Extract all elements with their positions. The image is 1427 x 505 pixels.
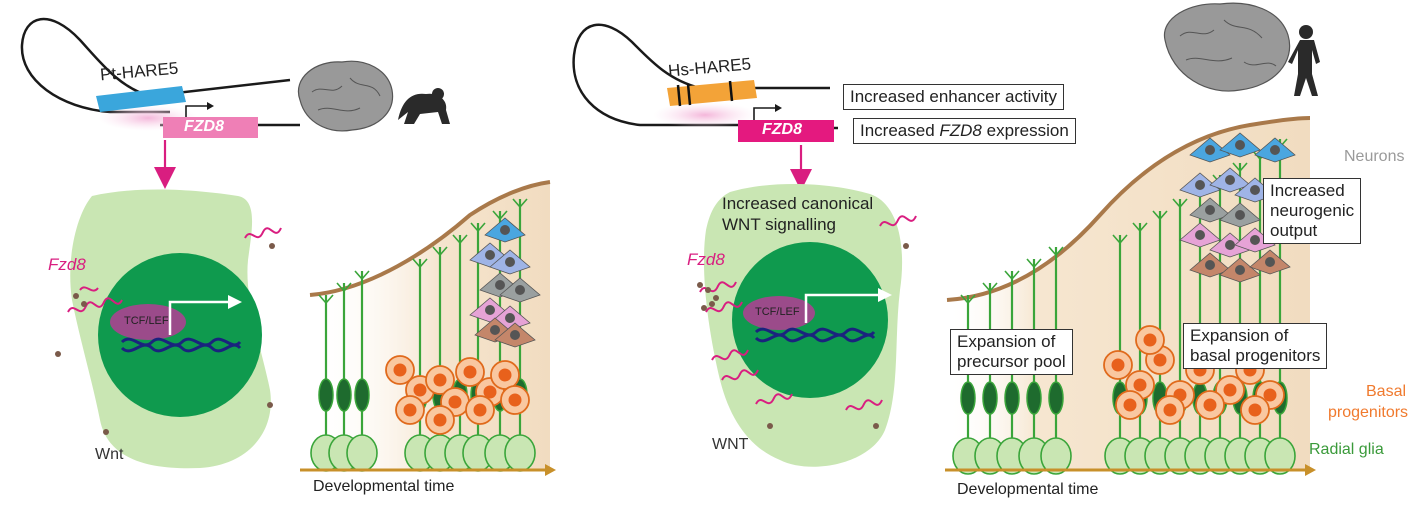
right-cell-icon [703,183,903,467]
basal-progenitor-icon [1195,390,1225,420]
neuron-icon [1234,227,1276,253]
neuron-icon [1179,222,1221,248]
basal-progenitor-icon [1115,390,1145,420]
left-tcf-lef-label: TCF/LEF [124,315,169,327]
basal-progenitor-icon [500,385,530,415]
human-brain-icon [1163,2,1291,92]
left-chimpanzee-brain-icon [297,60,394,132]
radial-glia-cell-icon [346,270,378,472]
basal-progenitor-icon [1155,395,1185,425]
neuron-icon [1219,132,1261,158]
left-time-axis-label: Developmental time [313,478,455,495]
left-dna-loop-icon [20,17,300,138]
signalling-line-1: Increased canonical [722,194,874,213]
neuron-icon [1254,137,1296,163]
left-neurons-group [469,217,541,348]
basal-progenitor-icon [1215,375,1245,405]
right-wnt-label: WNT [712,436,749,453]
basal-box-line-2: basal progenitors [1190,346,1321,365]
basal-progenitor-icon [395,395,425,425]
neuron-icon [1219,202,1261,228]
neuron-icon [494,322,536,348]
neuron-icon [1249,249,1291,275]
basal-progenitor-icon [425,365,455,395]
neuron-icon [499,277,541,303]
neurogenic-line-2: neurogenic [1270,201,1355,220]
radial-glia-cell-icon [328,282,360,472]
right-dna-loop-icon [572,23,838,142]
neuron-icon [489,249,531,275]
expression-gene: FZD8 [939,121,982,140]
left-fzd8-receptor-label: Fzd8 [48,255,86,274]
right-time-axis-label: Developmental time [957,481,1099,498]
right-wnt-particles [697,243,909,429]
basal-progenitor-icon [385,355,415,385]
left-wnt-particles [55,243,275,435]
signalling-text: Increased canonical WNT signalling [722,193,873,235]
right-fzd8-receptor-label: Fzd8 [687,250,725,269]
chimpanzee-icon [398,88,450,124]
neuron-icon [1189,252,1231,278]
left-fzd8-gene-label: FZD8 [184,118,224,135]
neuron-icon [1219,257,1261,283]
neurogenic-line-3: output [1270,221,1318,240]
basal-progenitor-icon [490,360,520,390]
box-increased-neurogenic-output: Increased neurogenic output [1263,178,1362,244]
right-fzd8-gene-label: FZD8 [762,121,802,138]
basal-progenitors-label: Basal progenitors [1328,381,1408,423]
signalling-line-2: WNT signalling [722,215,837,234]
basal-progenitor-icon [1135,325,1165,355]
radial-glia-cell-icon [952,294,984,475]
basal-progenitor-icon [1240,395,1270,425]
radial-glia-label: Radial glia [1309,441,1384,458]
basal-progenitor-icon [455,357,485,387]
expression-prefix: Increased [860,121,940,140]
neurons-label: Neurons [1344,148,1405,165]
left-wnt-label: Wnt [95,446,124,463]
right-neurons-group [1179,132,1296,283]
neuron-icon [1189,137,1231,163]
basal-label-line-2: progenitors [1328,404,1409,421]
precursor-line-1: Expansion of [957,332,1056,351]
neuron-icon [484,217,526,243]
right-receptors [699,215,917,411]
box-expansion-basal-progenitors: Expansion of basal progenitors [1183,323,1328,369]
left-receptors [67,227,282,313]
box-increased-fzd8-expression: Increased FZD8 expression [853,118,1076,144]
basal-progenitor-icon [425,405,455,435]
basal-box-line-1: Expansion of [1190,326,1289,345]
right-tcf-lef-label: TCF/LEF [755,306,800,318]
left-basal-progenitors-group [385,355,530,435]
precursor-line-2: precursor pool [957,352,1066,371]
left-cell-icon [70,189,271,469]
right-basal-progenitors-group [1103,325,1285,425]
neuron-icon [1209,167,1251,193]
basal-progenitor-icon [1103,350,1133,380]
neurogenic-line-1: Increased [1270,181,1345,200]
basal-progenitor-icon [465,395,495,425]
basal-label-line-1: Basal [1366,383,1407,400]
box-increased-enhancer-activity: Increased enhancer activity [843,84,1064,110]
expression-suffix: expression [981,121,1069,140]
neuron-icon [1179,172,1221,198]
box-expansion-precursor-pool: Expansion of precursor pool [950,329,1073,375]
human-icon [1288,25,1320,96]
